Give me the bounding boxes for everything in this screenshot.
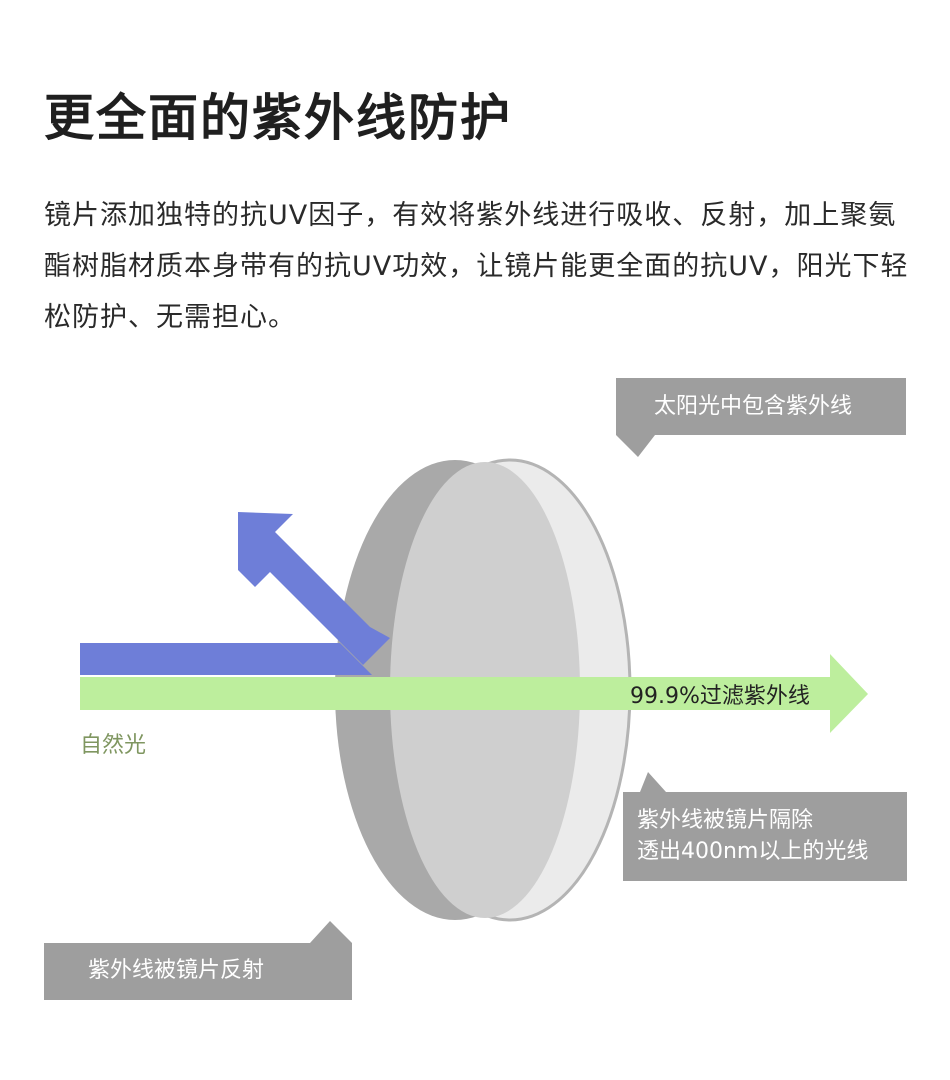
visible-light-arrow (80, 654, 868, 733)
description-paragraph: 镜片添加独特的抗UV因子，有效将紫外线进行吸收、反射，加上聚氨酯树脂材质本身带有… (44, 200, 909, 333)
callout-sun-text: 太阳光中包含紫外线 (654, 394, 853, 419)
callout-blocked-box (623, 772, 907, 881)
callout-blocked-line2: 透出400nm以上的光线 (637, 839, 869, 864)
page-title: 更全面的紫外线防护 (44, 89, 512, 147)
callout-reflected-box (44, 921, 352, 1000)
callout-blocked-line1: 紫外线被镜片隔除 (637, 808, 814, 833)
filter-percentage-label: 99.9%过滤紫外线 (630, 684, 810, 709)
uv-protection-diagram: 太阳光中包含紫外线 99.9%过滤紫外线 自然光 紫外线被镜片隔除 透出400n… (0, 360, 950, 1020)
natural-light-label: 自然光 (80, 733, 147, 758)
incoming-uv-beam (80, 643, 372, 675)
callout-sun-box (616, 378, 906, 457)
diagram-graphics (44, 378, 907, 1000)
callout-reflected-text: 紫外线被镜片反射 (88, 958, 265, 983)
reflected-uv-arrow (238, 512, 390, 665)
